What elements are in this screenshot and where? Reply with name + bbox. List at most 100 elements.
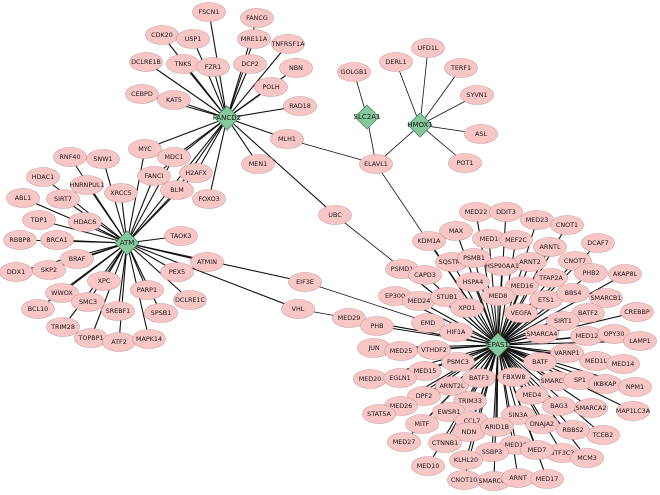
node-crebbp[interactable]: CREBBP [620, 302, 654, 322]
node-med10[interactable]: MED10 [411, 456, 445, 476]
node-med20[interactable]: MED20 [353, 369, 387, 389]
node-fzr1[interactable]: FZR1 [196, 57, 230, 77]
node-dclre1c[interactable]: DCLRE1C [173, 290, 207, 310]
node-kdm1a[interactable]: KDM1A [412, 231, 446, 251]
node-med17[interactable]: MED17 [530, 469, 564, 489]
node-usp1[interactable]: USP1 [176, 29, 210, 49]
node-smarca4[interactable]: SMARCA4 [525, 324, 559, 344]
node-npm1[interactable]: NPM1 [618, 377, 652, 397]
node-hsp90aa1[interactable]: HSP90AA1 [485, 256, 519, 276]
node-batf3[interactable]: BATF3 [462, 368, 496, 388]
node-xpc[interactable]: XPC [87, 271, 121, 291]
node-fscn1[interactable]: FSCN1 [192, 2, 226, 22]
node-parp1[interactable]: PARP1 [130, 280, 164, 300]
node-mdc1[interactable]: MDC1 [157, 147, 191, 167]
node-ikbkap[interactable]: IKBKAP [588, 374, 622, 394]
node-ddx1[interactable]: DDX1 [0, 262, 33, 282]
node-snw1[interactable]: SNW1 [86, 149, 120, 169]
node-bag3[interactable]: BAG3 [542, 396, 576, 416]
node-eif3e[interactable]: EIF3E [288, 272, 322, 292]
node-atf2[interactable]: ATF2 [102, 332, 136, 352]
node-xrcc5[interactable]: XRCC5 [104, 183, 138, 203]
node-fanci[interactable]: FANCI [137, 166, 171, 186]
node-men1[interactable]: MEN1 [241, 154, 275, 174]
node-phb2[interactable]: PHB2 [574, 263, 608, 283]
node-ubc[interactable]: UBC [318, 205, 352, 225]
node-med8[interactable]: MED8 [481, 286, 515, 306]
node-dcaf7[interactable]: DCAF7 [581, 233, 615, 253]
node-stat5a[interactable]: STAT5A [362, 404, 396, 424]
node-myc[interactable]: MYC [128, 139, 162, 159]
node-vegfa[interactable]: VEGFA [504, 303, 538, 323]
node-srebf1[interactable]: SREBF1 [101, 301, 135, 321]
node-dnaja2[interactable]: DNAJA2 [525, 414, 559, 434]
node-phb[interactable]: PHB [360, 316, 394, 336]
node-bcl10[interactable]: BCL10 [21, 299, 55, 319]
node-mapk14[interactable]: MAPK14 [132, 329, 166, 349]
node-kat5[interactable]: KAT5 [157, 90, 191, 110]
node-rnf40[interactable]: RNF40 [53, 147, 87, 167]
node-syvn1[interactable]: SYVN1 [460, 85, 494, 105]
node-ufd1l[interactable]: UFD1L [411, 38, 445, 58]
node-med25[interactable]: MED25 [384, 341, 418, 361]
node-derl1[interactable]: DERL1 [379, 52, 413, 72]
node-mitf[interactable]: MITF [405, 414, 439, 434]
node-trim28[interactable]: TRIM28 [46, 317, 80, 337]
node-tfap2a[interactable]: TFAP2A [534, 268, 568, 288]
node-terf1[interactable]: TERF1 [444, 58, 478, 78]
node-arid1b[interactable]: ARID1B [480, 417, 514, 437]
node-med7[interactable]: MED7 [520, 440, 554, 460]
node-taok3[interactable]: TAOK3 [164, 226, 198, 246]
node-arnt[interactable]: ARNT [501, 468, 535, 488]
node-pot1[interactable]: POT1 [448, 153, 482, 173]
node-blm[interactable]: BLM [160, 180, 194, 200]
node-klhl20[interactable]: KLHL20 [449, 450, 483, 470]
node-rbbs2[interactable]: RBBS2 [556, 420, 590, 440]
node-mre11a[interactable]: MRE11A [237, 29, 271, 49]
node-smc3[interactable]: SMC3 [71, 292, 105, 312]
node-cdk20[interactable]: CDK20 [145, 25, 179, 45]
node-ddit3[interactable]: DDIT3 [489, 202, 523, 222]
node-rbbp8[interactable]: RBBP8 [3, 230, 37, 250]
node-tdp1[interactable]: TDP1 [22, 210, 56, 230]
node-med24[interactable]: MED24 [402, 291, 436, 311]
node-med23[interactable]: MED23 [520, 210, 554, 230]
node-mcm3[interactable]: MCM3 [570, 448, 604, 468]
node-slc2a1[interactable]: SLC2A1 [354, 104, 381, 130]
node-golgb1[interactable]: GOLGB1 [337, 62, 371, 82]
node-map1lc3a[interactable]: MAP1LC3A [616, 401, 651, 421]
node-akap8l[interactable]: AKAP8L [608, 264, 642, 284]
node-dcp2[interactable]: DCP2 [233, 54, 267, 74]
node-mef2c[interactable]: MEF2C [499, 230, 533, 250]
node-tnfrsf1a[interactable]: TNFRSF1A [271, 34, 306, 54]
node-capd3[interactable]: CAPD3 [408, 265, 442, 285]
node-nbn[interactable]: NBN [279, 58, 313, 78]
node-h2afx[interactable]: H2AFX [179, 163, 213, 183]
node-cebpd[interactable]: CEBPD [125, 84, 159, 104]
node-tnks[interactable]: TNKS [166, 54, 200, 74]
node-emd[interactable]: EMD [411, 313, 445, 333]
node-vhl[interactable]: VHL [281, 299, 315, 319]
node-asl[interactable]: ASL [464, 124, 498, 144]
node-xpo1[interactable]: XPO1 [450, 298, 484, 318]
node-spsb1[interactable]: SPSB1 [144, 303, 178, 323]
node-fbxw8[interactable]: FBXW8 [497, 367, 531, 387]
node-mlh1[interactable]: MLH1 [270, 129, 304, 149]
node-hspa4[interactable]: HSPA4 [456, 272, 490, 292]
node-arnt2[interactable]: ARNT2 [513, 252, 547, 272]
node-hdac1[interactable]: HDAC1 [26, 167, 60, 187]
node-med14[interactable]: MED14 [606, 354, 640, 374]
node-batf[interactable]: BATF [523, 352, 557, 372]
node-polh[interactable]: POLH [254, 77, 288, 97]
node-cnot10[interactable]: CNOT10 [447, 470, 481, 490]
node-fancg[interactable]: FANCG [240, 8, 274, 28]
node-med4[interactable]: MED4 [515, 385, 549, 405]
node-elavl1[interactable]: ELAVL1 [359, 154, 393, 174]
node-smarca2[interactable]: SMARCA2 [574, 398, 608, 418]
node-tceb2[interactable]: TCEB2 [586, 425, 620, 445]
node-hdac6[interactable]: HDAC6 [68, 212, 102, 232]
node-lamp1[interactable]: LAMP1 [623, 331, 657, 351]
node-hnrnpul1[interactable]: HNRNPUL1 [70, 175, 105, 195]
node-sirt7[interactable]: SIRT7 [46, 189, 80, 209]
node-abl1[interactable]: ABL1 [6, 188, 40, 208]
